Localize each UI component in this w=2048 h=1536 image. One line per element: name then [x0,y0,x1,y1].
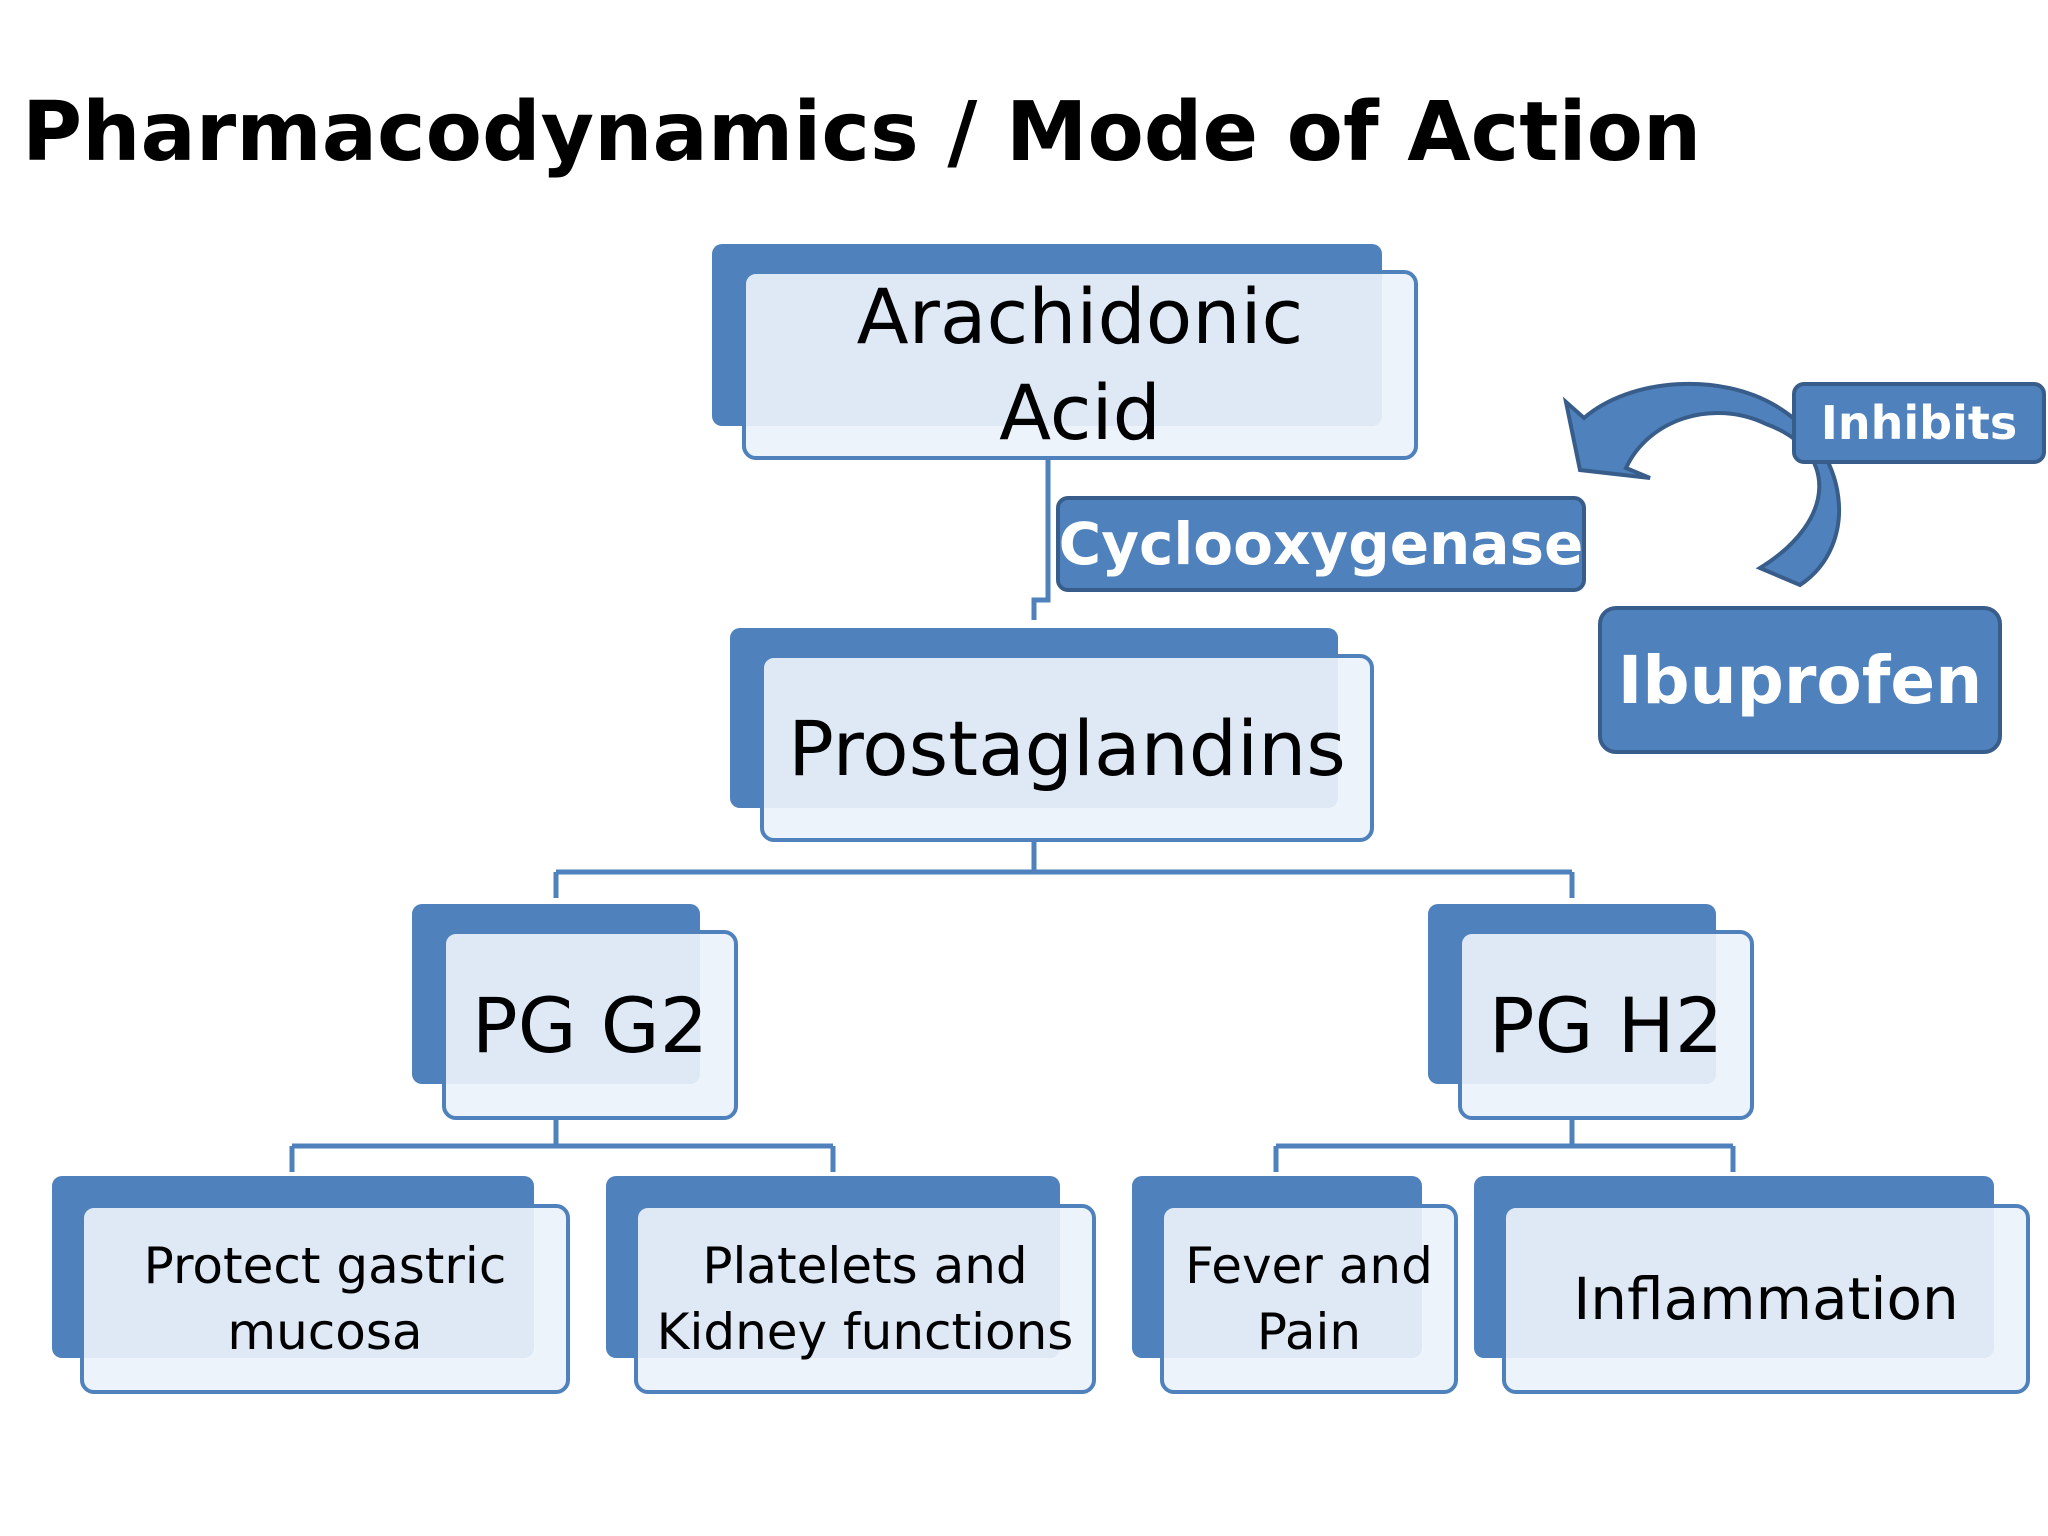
cyclooxygenase-label: Cyclooxygenase [1056,496,1586,592]
pg-h2-label: PG H2 [1488,980,1724,1070]
connector-arachidonic-to-prostaglandins [1031,460,1051,620]
fever-pain-line2: Pain [1256,1303,1362,1361]
connector-pg-h2-children [1273,1118,1736,1172]
inflammation-label: Inflammation [1573,1265,1959,1333]
arachidonic-acid-line1: Arachidonic [856,272,1304,361]
protect-gastric-line2: mucosa [227,1303,423,1361]
arachidonic-acid-line2: Acid [999,368,1161,457]
ibuprofen-text: Ibuprofen [1617,641,1983,719]
pg-g2-label: PG G2 [471,980,709,1070]
connector-prostaglandins-to-pg [553,840,1575,898]
ibuprofen-label: Ibuprofen [1598,606,2002,754]
prostaglandins-label: Prostaglandins [788,703,1346,793]
platelets-kidney-line2: Kidney functions [656,1303,1074,1361]
slide-title: Pharmacodynamics / Mode of Action [22,85,1702,180]
cyclooxygenase-text: Cyclooxygenase [1058,510,1584,578]
fever-pain-line1: Fever and [1185,1237,1433,1295]
protect-gastric-line1: Protect gastric [143,1237,507,1295]
connector-pg-g2-children [289,1118,836,1172]
inhibits-text: Inhibits [1820,396,2018,450]
platelets-kidney-line1: Platelets and [702,1237,1028,1295]
inhibits-label: Inhibits [1792,382,2046,464]
